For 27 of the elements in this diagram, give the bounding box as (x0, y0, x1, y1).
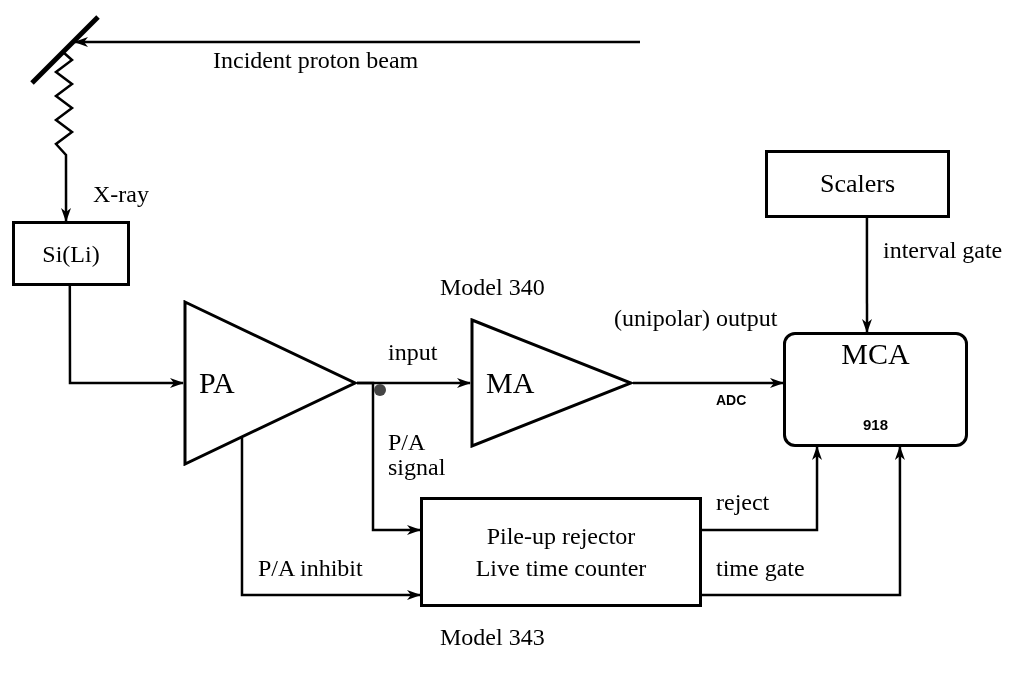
node-label: MCA (841, 339, 910, 369)
arrow (862, 218, 872, 333)
arrow (68, 286, 184, 388)
process-box (420, 497, 702, 607)
port-label: ADC (716, 393, 747, 407)
process-box (765, 150, 950, 218)
detector-box (12, 221, 130, 286)
target-plate (30, 15, 100, 85)
arrow (702, 446, 823, 532)
node-label: MA (486, 368, 535, 398)
node-label: 918 (863, 417, 888, 432)
amplifier-triangle (183, 300, 357, 466)
model-caption: Model 340 (440, 273, 545, 302)
node-label: PA (199, 368, 235, 398)
node-label: Pile-up rejector (486, 524, 636, 548)
wavy-arrow (53, 51, 75, 222)
arrow (702, 446, 905, 597)
node-label: Si(Li) (42, 241, 100, 266)
arrow (74, 37, 640, 47)
node-label: Scalers (819, 171, 896, 197)
model-caption: Model 343 (440, 623, 545, 652)
edge-label: (unipolar) output (614, 306, 778, 332)
arrow (240, 437, 421, 600)
node-label: Live time counter (475, 556, 647, 580)
arrow (633, 377, 784, 388)
arrow (357, 381, 421, 535)
process-box (783, 332, 968, 447)
